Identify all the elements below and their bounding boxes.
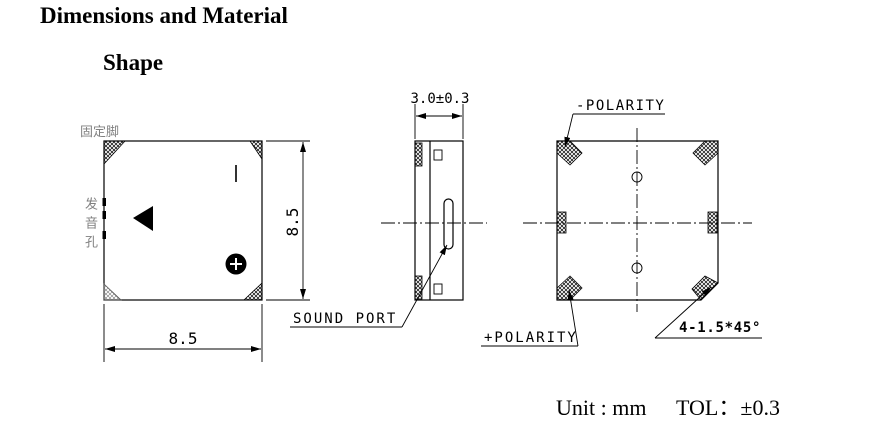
sound-hole-label: 发音孔	[82, 197, 97, 254]
shape-heading: Shape	[103, 50, 163, 75]
corner-pad-bottom-right	[242, 282, 263, 301]
positive-polarity-leader	[567, 289, 579, 347]
side-tab-left	[556, 211, 567, 234]
sound-port-leader	[401, 244, 448, 328]
positive-pad	[556, 275, 583, 301]
corner-pad-top-right	[692, 140, 719, 166]
section-heading: Dimensions and Material	[40, 3, 288, 28]
side-pad-top	[414, 142, 423, 167]
sound-hole-mark	[102, 198, 106, 206]
body-outline	[103, 140, 263, 301]
bottom-view: -POLARITY +POLARITY 4-1.5*45°	[481, 98, 762, 347]
vent-hole-bottom	[631, 262, 643, 274]
negative-pad	[556, 140, 583, 166]
top-view: 固定脚 8.5 8.5	[80, 124, 310, 362]
corner-pad-top-right	[249, 140, 263, 161]
side-tab-right	[707, 211, 718, 234]
positive-polarity-label: +POLARITY	[484, 330, 578, 346]
chamfer-label: 4-1.5*45°	[679, 320, 761, 336]
sound-hole-mark	[102, 211, 106, 219]
direction-triangle-icon	[133, 206, 153, 231]
fixing-pin-label: 固定脚	[80, 124, 119, 140]
sound-port-slot	[443, 198, 454, 250]
sound-hole-mark	[102, 231, 106, 239]
thickness-dimension-text: 3.0±0.3	[410, 91, 469, 107]
height-dimension-text: 8.5	[283, 208, 302, 237]
side-terminal-bottom	[433, 283, 443, 295]
chamfer-leader	[654, 286, 712, 339]
side-view: 3.0±0.3 SOUND PORT	[290, 91, 487, 328]
negative-polarity-leader	[564, 113, 574, 148]
vent-hole-top	[631, 171, 643, 183]
width-dimension-text: 8.5	[169, 329, 198, 348]
corner-pad-top-left	[103, 140, 126, 166]
side-pad-bottom	[414, 275, 423, 300]
corner-pad-bottom-left	[103, 283, 123, 301]
plus-mark-icon	[225, 253, 247, 275]
sound-port-label: SOUND PORT	[293, 311, 397, 327]
bottom-body-outline	[556, 140, 719, 301]
side-terminal-top	[433, 149, 443, 161]
tolerance-note: TOL：±0.3	[676, 395, 780, 420]
unit-note: Unit : mm	[556, 395, 646, 420]
negative-polarity-label: -POLARITY	[576, 98, 665, 114]
side-body-outline	[414, 140, 464, 301]
corner-pad-bottom-right	[691, 275, 719, 301]
